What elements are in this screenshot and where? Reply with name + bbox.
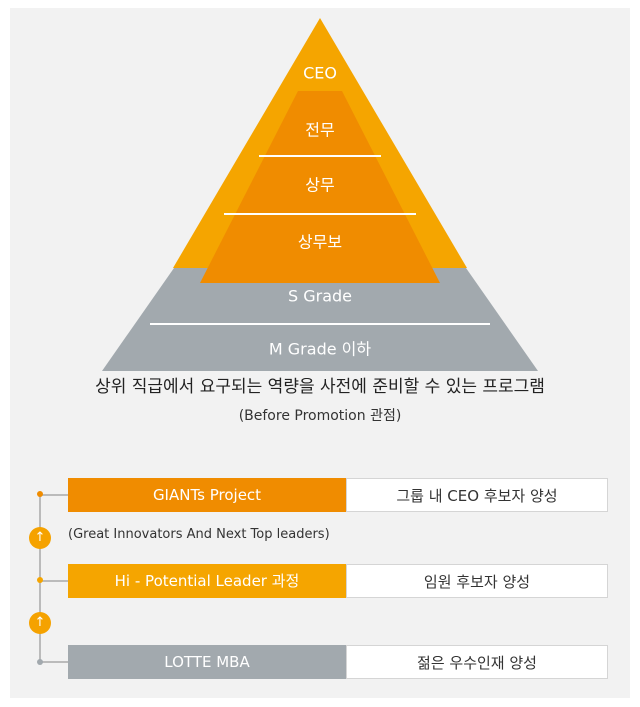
pyramid-level-vp: 상무 [305,176,334,195]
up-arrow-icon: ↑ [29,612,51,634]
program-desc-hipo: 임원 후보자 양성 [346,564,608,598]
program-label-giants: GIANTs Project [68,478,346,512]
timeline-connector [40,580,68,582]
program-label-hipo: Hi - Potential Leader 과정 [68,564,346,598]
caption-title: 상위 직급에서 요구되는 역량을 사전에 준비할 수 있는 프로그램 [95,377,545,397]
pyramid-level-ceo: CEO [303,64,337,83]
up-arrow-icon: ↑ [29,527,51,549]
program-desc-mba: 젊은 우수인재 양성 [346,645,608,679]
timeline-connector [40,661,68,663]
timeline-dot [37,577,43,583]
pyramid-level-assistant-vp: 상무보 [298,233,342,252]
program-note-giants: (Great Innovators And Next Top leaders) [68,527,330,542]
timeline-dot [37,659,43,665]
pyramid-level-m-grade: M Grade 이하 [269,340,371,359]
program-label-mba: LOTTE MBA [68,645,346,679]
pyramid-level-senior-vp: 전무 [305,121,334,140]
program-desc-giants: 그룹 내 CEO 후보자 양성 [346,478,608,512]
pyramid-level-s-grade: S Grade [288,287,352,306]
caption-subtitle: (Before Promotion 관점) [238,408,402,424]
timeline-connector [40,494,68,496]
timeline-dot [37,491,43,497]
pyramid-diagram: CEO 전무 상무 상무보 S Grade M Grade 이하 [102,18,538,371]
pyramid-orange-inner [200,91,440,283]
pyramid-gray-base [102,268,538,371]
